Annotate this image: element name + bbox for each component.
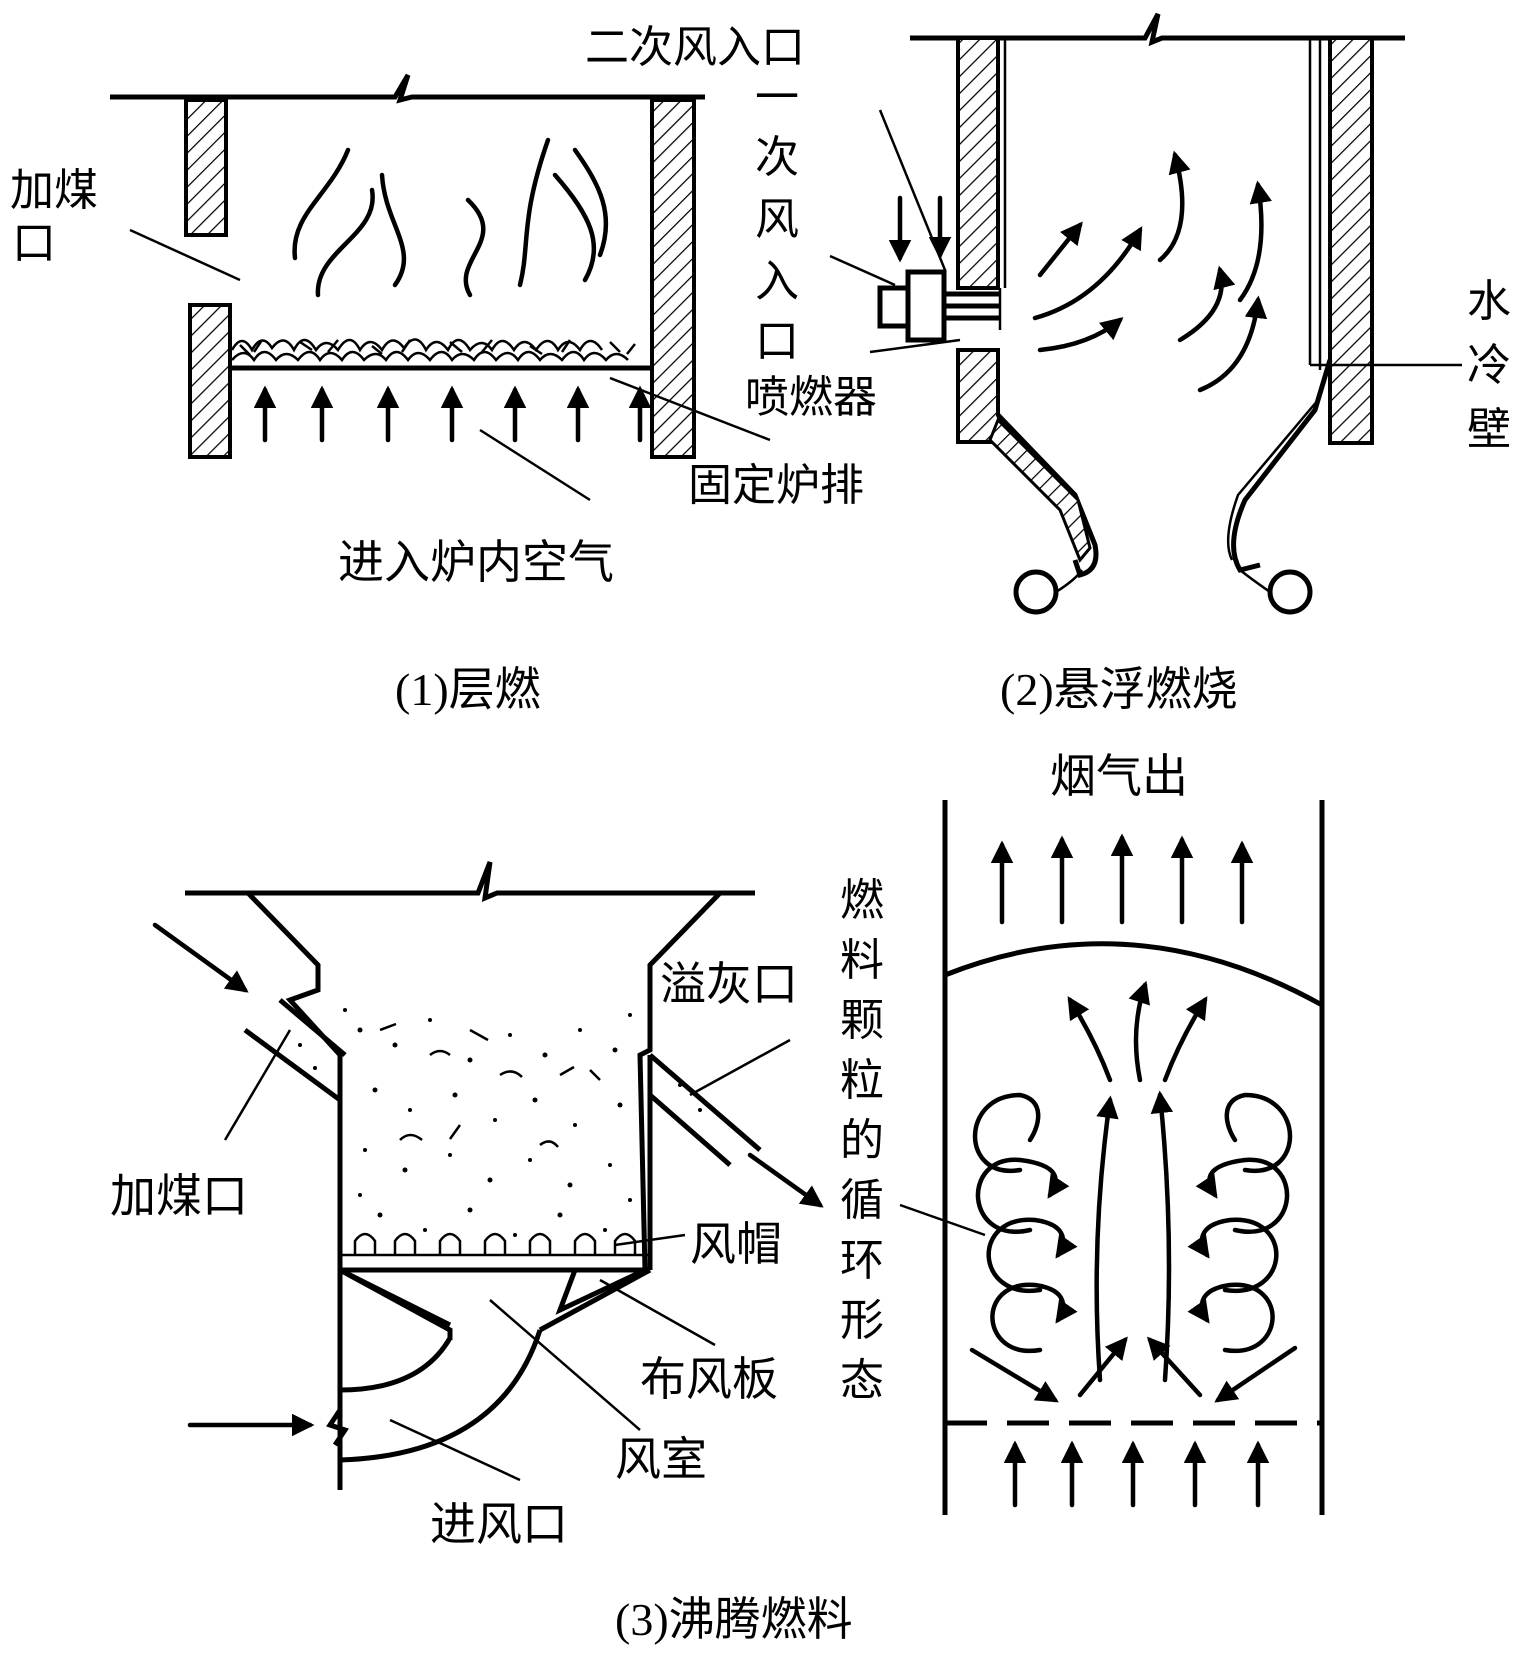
leader-fixed-grate (609, 376, 771, 442)
label-circulation-char-2: 料 (840, 935, 884, 986)
label-circulation-char-5: 的 (840, 1115, 884, 1166)
label-coal-inlet-1b: 口 (12, 218, 56, 269)
leader-distributor (599, 1278, 716, 1347)
flue-gas-arrows (990, 833, 1254, 925)
label-air-in: 进入炉内空气 (338, 535, 614, 589)
label-water-wall-char-2: 冷 (1467, 340, 1511, 391)
fluidized-particles (298, 1008, 702, 1237)
leader-air-in (479, 428, 591, 502)
label-burner: 喷燃器 (745, 372, 877, 423)
label-ash-overflow: 溢灰口 (660, 957, 798, 1011)
label-coal-inlet-1: 加煤 (10, 165, 98, 216)
furnace-wall-lower-left (188, 303, 232, 459)
furnace-roof-line-2 (910, 12, 1405, 47)
panel3-arrows (152, 922, 824, 1437)
label-circulation: 燃 料 颗 粒 的 循 环 形 态 (840, 875, 884, 1406)
burner-air-arrows (888, 195, 952, 263)
label-circulation-char-9: 态 (840, 1355, 884, 1406)
label-water-wall-char-3: 壁 (1467, 404, 1511, 455)
wall-left-upper (956, 36, 1000, 290)
label-circulation-char-7: 环 (840, 1235, 884, 1286)
air-caps (340, 1232, 650, 1273)
label-primary-air-char-5: 口 (755, 316, 799, 367)
circulation-loops (969, 980, 1298, 1403)
leader-air-inlet (389, 1418, 521, 1482)
fixed-grate (230, 338, 652, 371)
burner (877, 269, 1002, 343)
leader-burner (869, 338, 961, 354)
label-primary-air-char-2: 次 (755, 132, 799, 183)
leader-coal-inlet (129, 228, 241, 282)
flames (292, 137, 609, 298)
label-circulation-char-8: 形 (840, 1295, 884, 1346)
label-circulation-char-3: 颗 (840, 995, 884, 1046)
caption-panel-1: (1)层燃 (395, 664, 541, 715)
hopper (988, 359, 1333, 615)
label-primary-air-char-4: 入 (755, 256, 799, 307)
label-fixed-grate: 固定炉排 (688, 460, 864, 511)
label-air-cap: 风帽 (690, 1217, 782, 1271)
suspension-flow-arrows (1032, 150, 1272, 393)
leader-plenum (489, 1299, 641, 1431)
leader-air-cap (614, 1233, 686, 1247)
label-primary-air: 一 次 风 入 口 (755, 72, 799, 367)
panel-suspension-combustion: 二次风入口 一 次 风 入 口 喷燃器 水 冷 壁 (2)悬浮燃烧 (585, 12, 1511, 715)
label-coal-inlet-3: 加煤口 (110, 1169, 248, 1223)
label-secondary-air: 二次风入口 (585, 22, 805, 73)
label-primary-air-char-1: 一 (755, 72, 799, 123)
coal-feed-chute (243, 998, 347, 1103)
panel-layer-combustion: 加煤 口 固定炉排 进入炉内空气 (1)层燃 (10, 73, 864, 715)
leader-circulation (899, 1203, 986, 1237)
water-wall-tubes (1003, 38, 1322, 370)
panel-particle-circulation: 烟气出 燃 料 颗 粒 的 循 环 形 态 (840, 749, 1325, 1515)
furnace-wall-upper-left (184, 98, 228, 237)
leader-ash-overflow (689, 1038, 791, 1097)
wall-right (1328, 36, 1374, 445)
ash-overflow-chute (648, 1053, 762, 1167)
label-flue-gas-out: 烟气出 (1050, 749, 1188, 803)
label-primary-air-char-3: 风 (755, 194, 799, 245)
leader-coal-inlet-3 (223, 1029, 292, 1141)
plenum (326, 1267, 652, 1463)
bed-surface (944, 941, 1324, 1008)
label-water-wall: 水 冷 壁 (1467, 276, 1511, 455)
label-air-inlet: 进风口 (430, 1497, 568, 1551)
inlet-air-arrows (1003, 1440, 1270, 1508)
label-water-wall-char-1: 水 (1467, 276, 1511, 327)
caption-panel-3: (3)沸腾燃料 (615, 1594, 853, 1645)
label-circulation-char-6: 循 (840, 1175, 884, 1226)
label-plenum: 风室 (615, 1432, 707, 1486)
label-circulation-char-4: 粒 (840, 1055, 884, 1106)
furnace-roof-line-3 (185, 861, 755, 902)
furnace-roof-line (110, 73, 705, 104)
panel-fluidized-bed: 加煤口 溢灰口 风帽 布风板 风室 进风口 (3)沸腾燃料 (110, 861, 853, 1645)
air-inflow-arrows (253, 385, 652, 443)
caption-panel-2: (2)悬浮燃烧 (1000, 664, 1238, 715)
leader-primary-air (829, 254, 896, 287)
leader-secondary-air (878, 109, 947, 271)
label-distributor: 布风板 (640, 1352, 778, 1406)
label-circulation-char-1: 燃 (840, 875, 884, 926)
